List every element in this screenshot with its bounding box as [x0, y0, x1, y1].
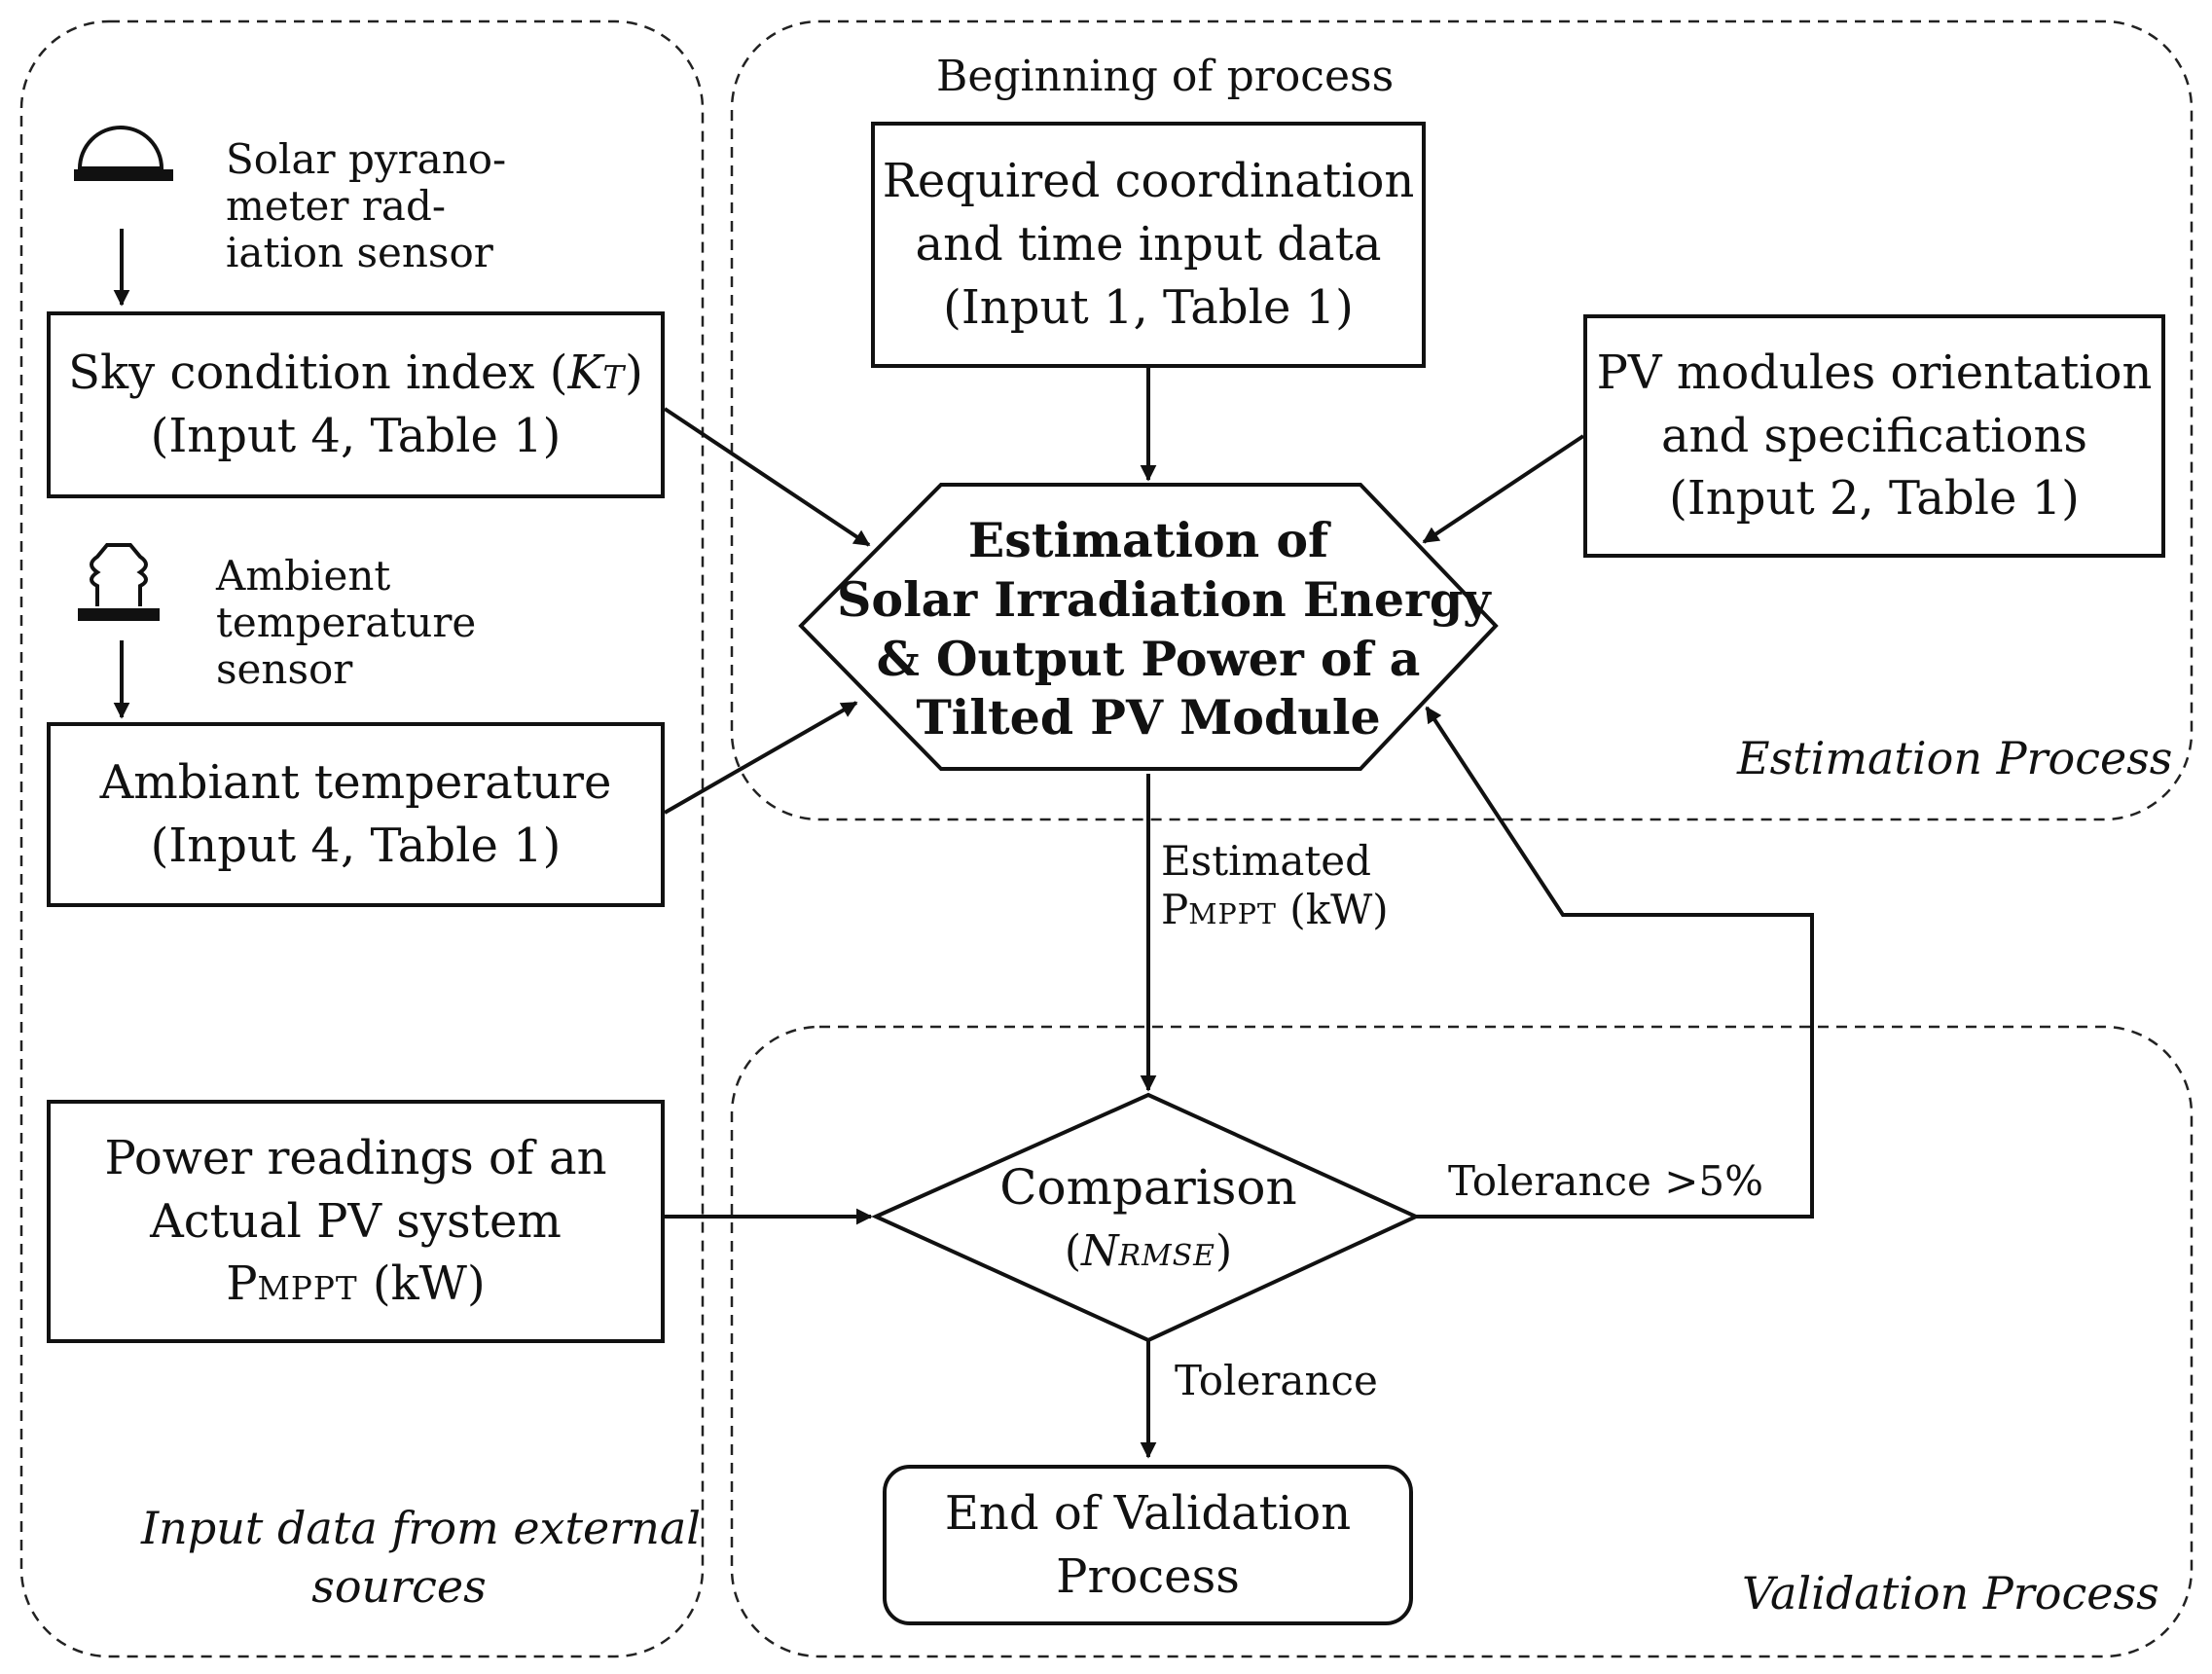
power-p: P [226, 1256, 258, 1312]
pv-modules-box: PV modules orientation and specification… [1583, 314, 2165, 558]
estimation-label-line: Tilted PV Module [916, 689, 1381, 746]
end-validation-box: End of Validation Process [883, 1465, 1413, 1625]
power-subscript: MPPT [257, 1270, 358, 1308]
metric-subscript: RMSE [1118, 1239, 1215, 1273]
estimated-pmppt-label: Estimated PMPPT (kW) [1161, 837, 1389, 938]
estimation-node-label: Estimation of Solar Irradiation Energy &… [837, 511, 1491, 747]
estimation-label-line: & Output Power of a [876, 630, 1421, 687]
metric-open: ( [1064, 1226, 1082, 1276]
power-unit: (kW) [357, 1256, 486, 1312]
comparison-node-label: Comparison (NRMSE) [934, 1153, 1362, 1282]
temperature-sensor-label-line: Ambient [216, 552, 391, 600]
sky-condition-text: Sky condition index ( [68, 346, 568, 401]
temperature-sensor-label-line: sensor [216, 645, 353, 693]
sky-condition-input-ref: (Input 4, Table 1) [150, 409, 562, 463]
estimated-unit: (kW) [1276, 886, 1389, 933]
pv-modules-line: PV modules orientation [1596, 345, 2153, 400]
tolerance-label: Tolerance [1175, 1357, 1378, 1404]
tolerance-high-label: Tolerance >5% [1448, 1157, 1764, 1205]
ambient-temperature-title: Ambiant temperature [99, 755, 612, 811]
comparison-metric: (NRMSE) [934, 1221, 1362, 1282]
estimated-label-unit-line: PMPPT (kW) [1161, 886, 1389, 938]
ambient-temperature-input-ref: (Input 4, Table 1) [150, 819, 562, 873]
input-caption-line: Input data from external [141, 1502, 701, 1554]
sky-symbol: K [567, 346, 603, 401]
pyranometer-icon [74, 126, 173, 181]
temperature-sensor-icon [78, 543, 160, 621]
coordination-box: Required coordination and time input dat… [871, 122, 1426, 368]
pyranometer-label-line: Solar pyrano- [226, 135, 507, 183]
power-readings-unit-line: PMPPT (kW) [226, 1253, 486, 1316]
end-validation-line: Process [1056, 1548, 1240, 1604]
input-group-caption: Input data from external sources [141, 1499, 701, 1616]
arrow-ambient-to-estimation [664, 701, 858, 815]
estimated-subscript: MPPT [1188, 897, 1277, 930]
temperature-sensor-label-line: temperature [216, 599, 477, 646]
pv-modules-line: and specifications [1660, 408, 2088, 463]
power-readings-line: Power readings of an [104, 1130, 607, 1185]
end-validation-line: End of Validation [944, 1485, 1352, 1541]
temperature-sensor-label: Ambient temperature sensor [216, 553, 476, 693]
input-caption-line: sources [311, 1560, 487, 1613]
beginning-label: Beginning of process [936, 52, 1395, 101]
estimation-label-line: Solar Irradiation Energy [837, 570, 1491, 628]
power-readings-box: Power readings of an Actual PV system PM… [47, 1100, 665, 1343]
estimation-label-line: Estimation of [967, 512, 1329, 568]
pyranometer-label-line: iation sensor [226, 229, 493, 276]
arrow-pv-to-estimation [1422, 434, 1585, 544]
comparison-title: Comparison [999, 1159, 1297, 1216]
sky-condition-box: Sky condition index (KT) (Input 4, Table… [47, 311, 665, 498]
sky-subscript: T [602, 359, 626, 397]
coordination-line: and time input data [915, 217, 1382, 273]
estimation-group-caption: Estimation Process [1737, 732, 2173, 784]
coordination-line: Required coordination [882, 154, 1415, 209]
sky-condition-line: Sky condition index (KT) [68, 342, 643, 405]
metric-close: ) [1215, 1226, 1233, 1276]
power-readings-line: Actual PV system [150, 1193, 562, 1249]
ambient-temperature-box: Ambiant temperature (Input 4, Table 1) [47, 722, 665, 907]
coordination-input-ref: (Input 1, Table 1) [943, 279, 1354, 335]
pv-modules-input-ref: (Input 2, Table 1) [1669, 471, 2080, 527]
sky-close: ) [625, 346, 643, 401]
estimated-label-line: Estimated [1161, 837, 1372, 885]
validation-group-caption: Validation Process [1742, 1567, 2159, 1619]
arrow-feedback-loop [1416, 706, 1814, 1219]
metric-symbol: N [1081, 1226, 1119, 1276]
validation-process-group [730, 1025, 2194, 1658]
arrow-sky-to-estimation [663, 407, 871, 547]
pyranometer-label-line: meter rad- [226, 182, 447, 230]
pyranometer-label: Solar pyrano- meter rad- iation sensor [226, 136, 506, 276]
estimation-node [798, 483, 1499, 771]
input-data-group [19, 19, 705, 1658]
estimated-p: P [1161, 886, 1189, 933]
